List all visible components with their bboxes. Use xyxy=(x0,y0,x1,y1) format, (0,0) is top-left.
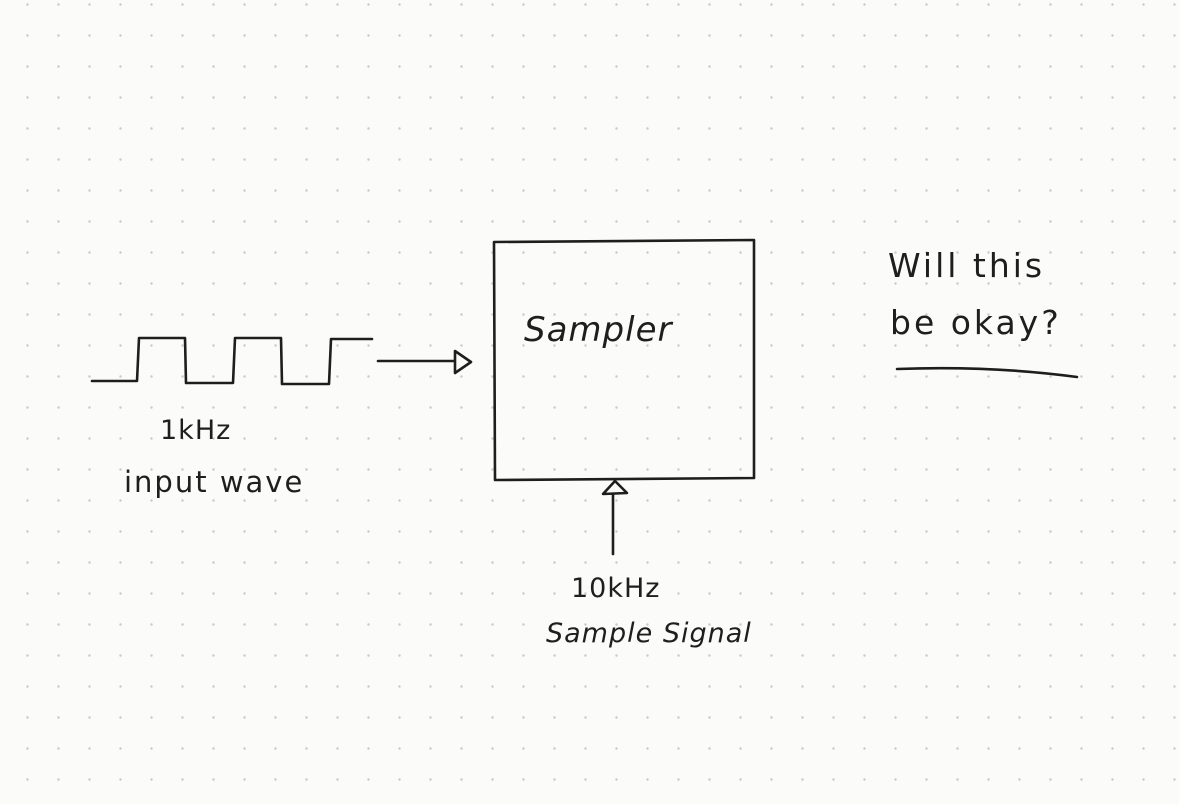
sample-signal-label: Sample Signal xyxy=(546,618,752,649)
question-line-1: Will this xyxy=(888,246,1046,285)
square-wave xyxy=(90,336,374,386)
input-arrow-head xyxy=(453,349,473,375)
sample-arrow-head xyxy=(601,479,629,496)
question-line-2: be okay? xyxy=(890,303,1062,342)
question-underline xyxy=(895,366,1079,379)
sampler-label: Sampler xyxy=(524,310,673,350)
sample-frequency-label: 10kHz xyxy=(571,573,661,604)
input-wave-label: input wave xyxy=(124,465,305,499)
input-frequency-label: 1kHz xyxy=(160,415,232,446)
sampler-box xyxy=(492,238,756,482)
